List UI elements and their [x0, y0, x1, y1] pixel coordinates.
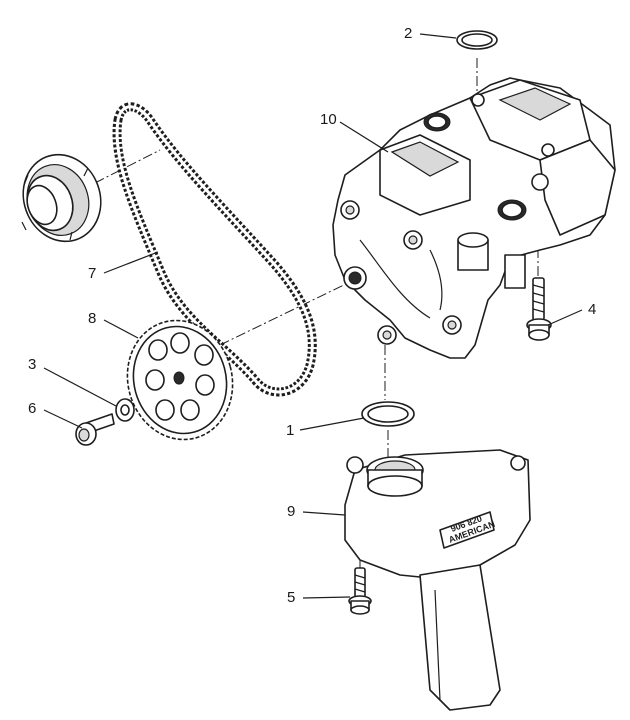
- callout-3: 3: [28, 356, 37, 373]
- bolt-bottom: [348, 567, 372, 615]
- callout-leaders: [43, 33, 583, 599]
- timing-chain: [112, 102, 317, 397]
- o-ring-middle: [361, 401, 415, 427]
- washer: [115, 398, 135, 422]
- o-ring-top: [456, 30, 498, 50]
- callout-1: 1: [286, 422, 295, 439]
- callout-10: 10: [320, 111, 337, 128]
- oil-pump-body: [332, 77, 616, 359]
- callout-5: 5: [287, 589, 296, 606]
- driven-sprocket: [126, 319, 234, 441]
- bolt-right: [526, 277, 552, 341]
- callout-8: 8: [88, 310, 97, 327]
- oil-strainer: 906 820 AMERICAN: [344, 449, 531, 711]
- callout-4: 4: [588, 301, 597, 318]
- callout-6: 6: [28, 400, 37, 417]
- bolt-left: [75, 413, 115, 446]
- callout-2: 2: [404, 25, 413, 42]
- callout-9: 9: [287, 503, 296, 520]
- drive-sprocket: [21, 153, 102, 243]
- callout-7: 7: [88, 265, 97, 282]
